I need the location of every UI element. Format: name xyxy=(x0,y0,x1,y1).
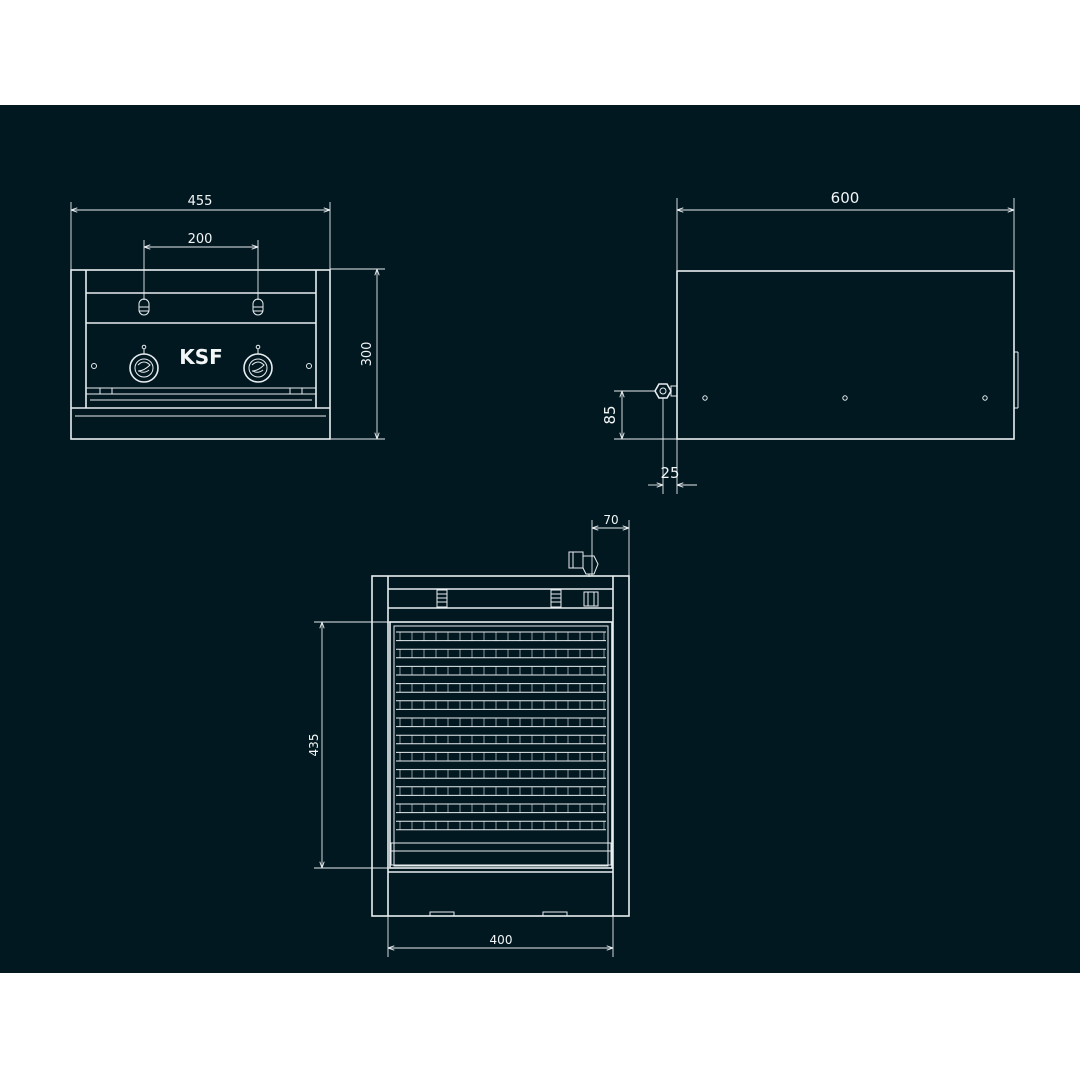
dim-gas-offset: 25 xyxy=(648,398,697,494)
technical-drawing: 455 200 300 xyxy=(70,189,1019,957)
drawing-sheet: 455 200 300 xyxy=(0,105,1080,973)
burner-spring-left xyxy=(436,589,448,608)
dim-inner-width: 400 xyxy=(387,916,614,957)
dim-label-400: 400 xyxy=(490,933,513,947)
dim-front-height: 300 xyxy=(330,268,385,440)
dim-label-70: 70 xyxy=(603,513,618,527)
knob-right xyxy=(243,344,273,383)
top-view: 70 xyxy=(307,513,630,957)
burner-spring-right xyxy=(550,589,562,608)
front-view: 455 200 300 xyxy=(70,194,385,440)
dim-label-25: 25 xyxy=(660,464,679,482)
dim-grill-depth: 435 xyxy=(307,621,390,869)
dim-label-455: 455 xyxy=(188,194,213,209)
igniter-right xyxy=(252,298,264,316)
igniter-left xyxy=(138,298,150,316)
dim-front-width: 455 xyxy=(70,194,331,270)
grill-grate xyxy=(396,631,606,831)
gas-connector xyxy=(654,383,678,399)
dim-side-depth: 600 xyxy=(676,189,1015,270)
dim-label-435: 435 xyxy=(307,734,321,757)
side-view: 600 85 25 xyxy=(601,189,1019,494)
dim-gas-height: 85 xyxy=(601,390,677,440)
dim-knob-spacing: 200 xyxy=(143,232,259,300)
dim-gas-side: 70 xyxy=(591,513,630,576)
dim-label-300: 300 xyxy=(360,342,375,367)
dim-label-85: 85 xyxy=(601,405,619,424)
knob-left xyxy=(129,344,159,383)
dim-label-200: 200 xyxy=(188,232,213,247)
brand-logo-text: KSF xyxy=(179,345,223,369)
gas-fitting-top xyxy=(568,551,599,577)
dim-label-600: 600 xyxy=(831,189,860,207)
